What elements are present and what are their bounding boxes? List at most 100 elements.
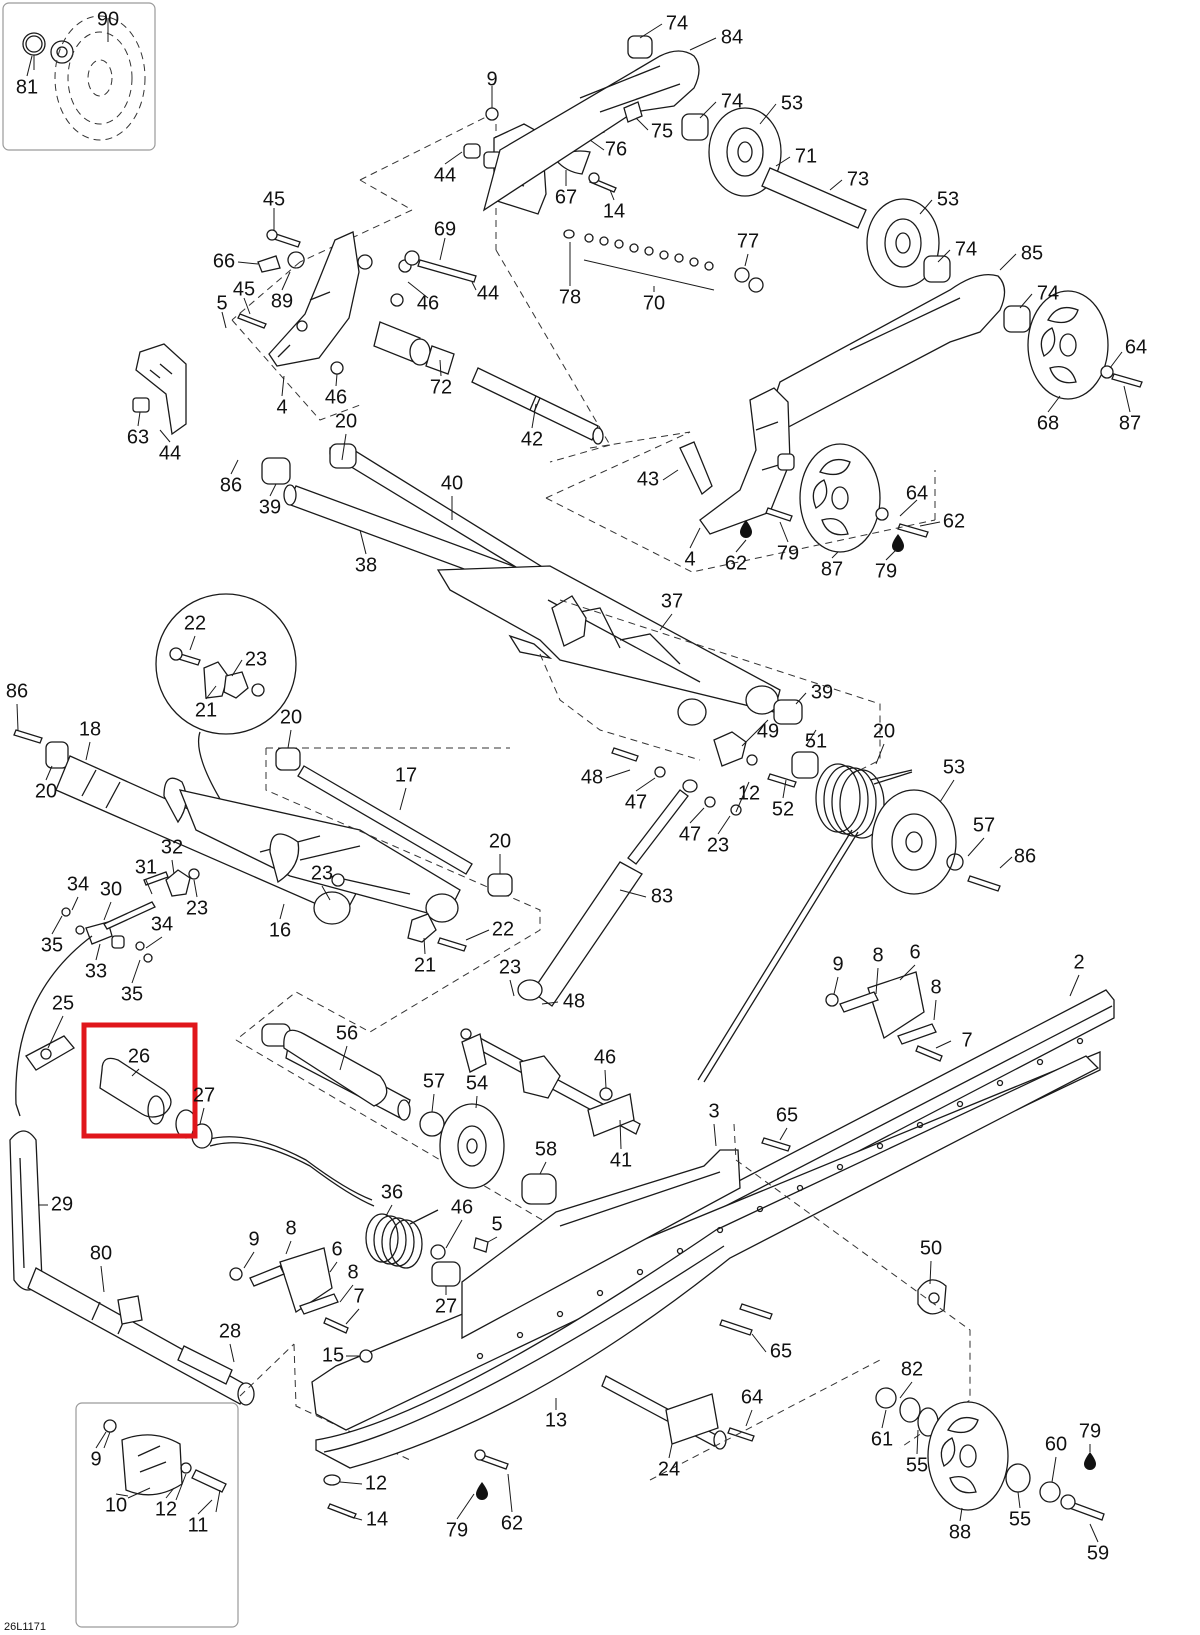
callout-57: 57 <box>973 814 995 836</box>
leader-line <box>619 889 647 898</box>
callout-62: 62 <box>943 510 965 532</box>
leader-line <box>759 103 777 125</box>
leader-line <box>439 359 442 377</box>
callout-20: 20 <box>873 720 895 742</box>
leader-line <box>795 692 807 705</box>
leader-line <box>999 253 1017 271</box>
leader-line <box>916 1429 919 1455</box>
callout-23: 23 <box>311 862 333 884</box>
leader-line <box>95 943 101 961</box>
callout-45: 45 <box>263 188 285 210</box>
callout-74: 74 <box>955 238 977 260</box>
leader-line <box>339 1284 354 1303</box>
leader-line <box>26 55 33 77</box>
torsion-spring-49 <box>697 763 913 1083</box>
leader-line <box>589 139 605 151</box>
leader-line <box>243 297 251 315</box>
callout-62: 62 <box>501 1512 523 1534</box>
callout-17: 17 <box>395 764 417 786</box>
callout-47: 47 <box>679 823 701 845</box>
leader-line <box>335 373 338 387</box>
leader-line <box>329 1261 338 1273</box>
leader-line <box>745 1409 753 1427</box>
leader-line <box>668 1443 673 1459</box>
leader-line <box>639 23 663 39</box>
leader-line <box>919 199 933 215</box>
callout-79: 79 <box>446 1519 468 1541</box>
callout-54: 54 <box>466 1072 488 1094</box>
callout-76: 76 <box>605 138 627 160</box>
callout-89: 89 <box>271 290 293 312</box>
callout-9: 9 <box>248 1228 259 1250</box>
rear-wheel-group <box>476 1387 1105 1521</box>
leader-line <box>475 1095 478 1109</box>
leader-line <box>279 903 285 920</box>
leader-line <box>1069 974 1080 997</box>
drawing-code: 26L1171 <box>4 1621 46 1633</box>
leader-line <box>531 403 537 429</box>
leader-line <box>619 1119 622 1150</box>
callout-53: 53 <box>781 92 803 114</box>
callout-45: 45 <box>233 278 255 300</box>
callout-79: 79 <box>777 542 799 564</box>
callout-51: 51 <box>805 730 827 752</box>
leader-line <box>339 1481 363 1485</box>
callout-66: 66 <box>213 250 235 272</box>
leader-line <box>805 729 817 747</box>
callout-2: 2 <box>1073 951 1084 973</box>
leader-line <box>281 271 291 291</box>
callout-14: 14 <box>366 1508 388 1530</box>
leader-line <box>347 1515 363 1521</box>
leader-line <box>1109 351 1123 369</box>
torsion-spring-36 <box>365 1209 439 1269</box>
callout-20: 20 <box>35 780 57 802</box>
leader-line <box>100 1265 105 1293</box>
leader-line <box>287 729 292 749</box>
leader-line <box>51 915 63 935</box>
leader-line <box>115 1493 129 1497</box>
leader-line <box>45 765 53 781</box>
leader-line <box>199 1107 205 1125</box>
callout-86: 86 <box>6 680 28 702</box>
callout-5: 5 <box>491 1213 502 1235</box>
callout-20: 20 <box>489 830 511 852</box>
callout-29: 29 <box>51 1193 73 1215</box>
callout-53: 53 <box>943 756 965 778</box>
callout-21: 21 <box>195 699 217 721</box>
leader-line <box>959 1507 963 1522</box>
leader-line <box>689 37 717 51</box>
callout-6: 6 <box>331 1238 342 1260</box>
mid-section-group <box>205 1023 641 1287</box>
leader-line <box>193 879 198 898</box>
callout-23: 23 <box>186 897 208 919</box>
callout-86: 86 <box>1014 845 1036 867</box>
callout-9: 9 <box>832 953 843 975</box>
highlight-box-part-26 <box>81 1022 198 1139</box>
leader-line <box>635 117 649 131</box>
callout-72: 72 <box>430 376 452 398</box>
callout-7: 7 <box>353 1285 364 1307</box>
leader-line <box>95 1431 107 1449</box>
leader-line <box>937 249 951 263</box>
leader-line <box>919 521 941 527</box>
callout-27: 27 <box>435 1295 457 1317</box>
leader-line <box>1089 1523 1099 1543</box>
callout-14: 14 <box>603 200 625 222</box>
leader-line <box>269 483 277 497</box>
leader-line <box>899 1381 913 1399</box>
leader-line <box>229 1343 235 1363</box>
callout-31: 31 <box>135 856 157 878</box>
leader-line <box>231 659 243 677</box>
leader-line <box>662 469 679 481</box>
callout-74: 74 <box>721 90 743 112</box>
leader-line <box>16 703 19 731</box>
callout-25: 25 <box>52 992 74 1014</box>
callout-32: 32 <box>161 836 183 858</box>
leader-line <box>899 964 916 981</box>
callout-33: 33 <box>85 960 107 982</box>
callout-35: 35 <box>121 983 143 1005</box>
leader-line <box>735 781 750 813</box>
leader-line <box>165 1487 175 1499</box>
